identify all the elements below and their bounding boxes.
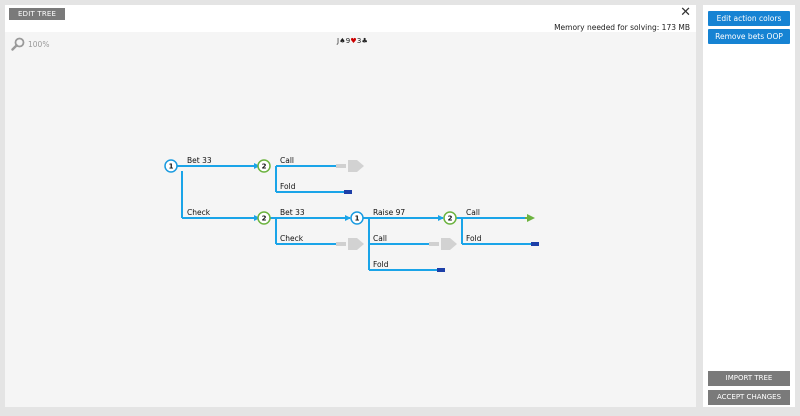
fold-terminal-a xyxy=(344,190,352,194)
action-label-call-b: Call xyxy=(373,234,387,243)
action-label-call-c: Call xyxy=(466,208,480,217)
action-label-check-b: Check xyxy=(280,234,304,243)
memory-needed-text: Memory needed for solving: 173 MB xyxy=(554,23,690,32)
board-card-3: 3♣ xyxy=(356,37,369,45)
fold-terminal-c xyxy=(531,242,539,246)
accept-changes-button[interactable]: ACCEPT CHANGES xyxy=(708,390,790,405)
action-label-bet33-b: Bet 33 xyxy=(280,208,305,217)
edit-action-colors-button[interactable]: Edit action colors xyxy=(708,11,790,26)
zoom-level: 100% xyxy=(28,39,50,49)
node-ip-after-check[interactable]: 2 xyxy=(257,211,271,225)
node-ip-facing-raise-label: 2 xyxy=(448,215,453,223)
node-oop-root-label: 1 xyxy=(169,163,174,171)
board-cards: J♠9♥3♣ xyxy=(337,37,368,45)
magnifier-icon xyxy=(11,37,25,51)
zoom-indicator[interactable]: 100% xyxy=(11,37,49,51)
remove-bets-oop-button[interactable]: Remove bets OOP xyxy=(708,29,790,44)
node-oop-root[interactable]: 1 xyxy=(164,159,178,173)
board-card-2-suit: ♥ xyxy=(350,37,357,45)
action-label-check-a: Check xyxy=(187,208,211,217)
action-label-fold-c: Fold xyxy=(466,234,482,243)
tree-canvas[interactable]: 100% J♠9♥3♣ xyxy=(5,32,696,407)
import-tree-button[interactable]: IMPORT TREE xyxy=(708,371,790,386)
sidebar: Edit action colors Remove bets OOP IMPOR… xyxy=(703,5,795,407)
action-label-bet33-a: Bet 33 xyxy=(187,156,212,165)
board-card-2: 9 xyxy=(345,37,351,45)
tree-editor-panel: EDIT TREE ✕ Memory needed for solving: 1… xyxy=(5,5,696,407)
close-icon[interactable]: ✕ xyxy=(680,5,691,20)
action-label-call-a: Call xyxy=(280,156,294,165)
board-card-1: J♠ xyxy=(337,37,346,45)
game-tree: 1 2 2 1 2 Bet 33 Call Fold Check xyxy=(164,156,539,272)
pending-branch-call-b[interactable] xyxy=(429,238,457,250)
node-ip-after-bet-label: 2 xyxy=(262,163,267,171)
node-oop-facing-bet[interactable]: 1 xyxy=(350,211,364,225)
node-oop-facing-bet-label: 1 xyxy=(355,215,360,223)
action-label-fold-a: Fold xyxy=(280,182,296,191)
pending-branch-call-a[interactable] xyxy=(336,160,364,172)
fold-terminal-b xyxy=(437,268,445,272)
action-label-raise97: Raise 97 xyxy=(373,208,405,217)
pending-branch-check-b[interactable] xyxy=(336,238,364,250)
edit-tree-tab[interactable]: EDIT TREE xyxy=(9,8,66,20)
action-label-fold-b: Fold xyxy=(373,260,389,269)
node-ip-after-check-label: 2 xyxy=(262,215,267,223)
node-ip-facing-raise[interactable]: 2 xyxy=(443,211,457,225)
node-ip-after-bet[interactable]: 2 xyxy=(257,159,271,173)
